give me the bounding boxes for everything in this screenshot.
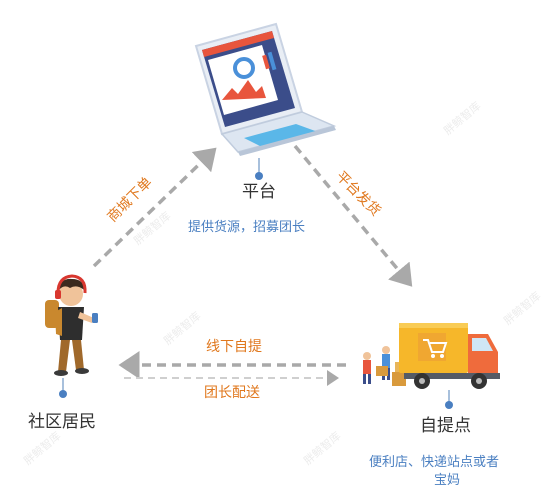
edge-label-self-pickup: 线下自提 xyxy=(206,339,262,355)
arrow-platform-to-pickup xyxy=(293,144,413,287)
residents-marker xyxy=(59,378,67,398)
platform-marker xyxy=(255,158,263,180)
delivery-truck-icon xyxy=(363,323,500,389)
arrow-residents-to-platform xyxy=(92,147,217,268)
pickup-description-line2: 宝妈 xyxy=(434,473,461,488)
resident-person-icon xyxy=(45,274,98,376)
edge-label-leader-delivery: 团长配送 xyxy=(204,385,260,401)
platform-title: 平台 xyxy=(242,182,276,202)
pickup-title: 自提点 xyxy=(420,416,471,436)
pickup-marker xyxy=(445,390,453,409)
residents-title: 社区居民 xyxy=(28,412,96,432)
pickup-description-line1: 便利店、快递站点或者 xyxy=(369,455,500,470)
platform-description: 提供货源，招募团长 xyxy=(188,220,306,235)
laptop-icon xyxy=(194,22,337,156)
